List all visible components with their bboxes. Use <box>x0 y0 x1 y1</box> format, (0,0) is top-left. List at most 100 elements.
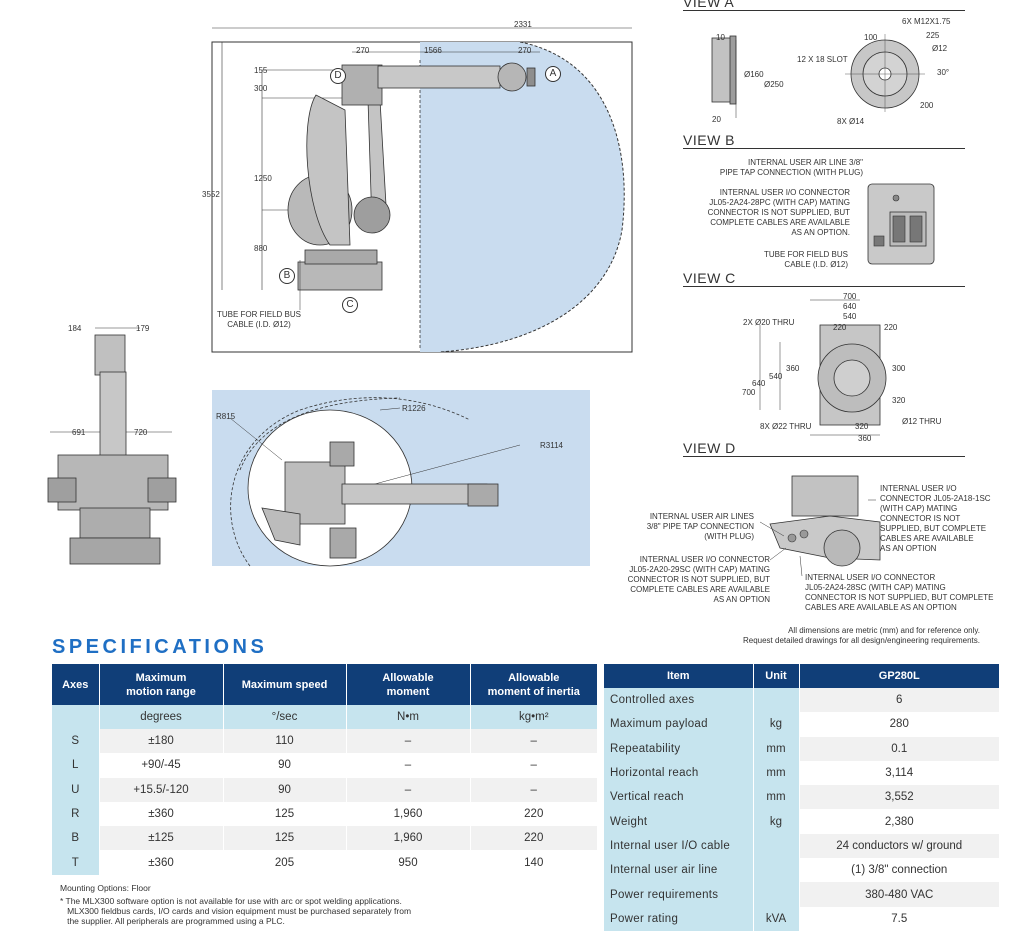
dim-c-220-right: 220 <box>884 323 898 332</box>
table-cell: 0.1 <box>799 736 999 761</box>
dim-270-left: 270 <box>356 46 370 55</box>
table-cell: Controlled axes <box>604 688 754 713</box>
table-cell: Horizontal reach <box>604 760 754 786</box>
dim-10: 10 <box>716 33 725 42</box>
table-cell: 3,114 <box>799 760 999 786</box>
table-cell: 205 <box>223 850 347 875</box>
view-b-title: VIEW B <box>683 132 736 148</box>
dim-c-220-left: 220 <box>833 323 847 332</box>
table-row: Maximum payload kg 280 <box>604 712 999 737</box>
table-cell: Power requirements <box>604 882 754 907</box>
table-cell: 6 <box>799 688 999 713</box>
mlx300-footnote: * The MLX300 software option is not avai… <box>60 896 412 926</box>
table-cell: 380-480 VAC <box>799 882 999 907</box>
dim-c-2x20-thru: 2X Ø20 THRU <box>743 318 795 327</box>
dim-3552: 3552 <box>202 190 220 199</box>
table-cell: mm <box>753 785 800 810</box>
top-view-drawing <box>212 390 590 567</box>
table-cell: Repeatability <box>604 736 754 761</box>
dim-30deg: 30° <box>937 68 950 77</box>
table-row: Power requirements 380-480 VAC <box>604 882 999 907</box>
table-cell: N•m <box>346 705 471 729</box>
dim-c-540-left: 540 <box>769 372 783 381</box>
dim-c-360-left: 360 <box>786 364 800 373</box>
table-cell: 280 <box>799 712 999 737</box>
dim-c-640-top: 640 <box>843 302 857 311</box>
dim-1250: 1250 <box>254 174 272 183</box>
dim-c-320-bottom: 320 <box>855 422 869 431</box>
table-cell: U <box>52 777 100 802</box>
mounting-options: Mounting Options: Floor <box>60 883 151 893</box>
marker-d: D <box>330 68 346 84</box>
dim-100: 100 <box>864 33 878 42</box>
view-d-air-lines-label: INTERNAL USER AIR LINES 3/8" PIPE TAP CO… <box>646 512 754 541</box>
table-cell: 125 <box>223 801 347 827</box>
table-cell: ±180 <box>99 729 224 754</box>
table-cell: – <box>346 777 471 802</box>
table-cell: +90/-45 <box>99 753 224 778</box>
table-cell: Weight <box>604 809 754 834</box>
table-row: Horizontal reach mm 3,114 <box>604 760 999 786</box>
view-d-title: VIEW D <box>683 440 736 456</box>
allowable-moment-header: Allowable moment <box>346 664 471 705</box>
table-row: L +90/-45 90 – – <box>52 753 597 778</box>
table-cell: B <box>52 826 100 851</box>
dim-c-320-right: 320 <box>892 396 906 405</box>
motion-range-header: Maximum motion range <box>99 664 224 705</box>
table-cell: mm <box>753 736 800 761</box>
view-b-io-connector-label: INTERNAL USER I/O CONNECTOR JL05-2A24-28… <box>707 188 850 237</box>
table-row: T ±360 205 950 140 <box>52 850 597 875</box>
item-table-header: Item Unit GP280L <box>604 664 999 688</box>
table-cell: ±360 <box>99 850 224 875</box>
unit-header: Unit <box>753 664 800 688</box>
table-cell: kVA <box>753 906 800 931</box>
dim-c-700-top: 700 <box>843 292 857 301</box>
table-row: Power rating kVA 7.5 <box>604 906 999 931</box>
table-row: Internal user air line (1) 3/8" connecti… <box>604 858 999 883</box>
view-d-drawing <box>759 475 881 577</box>
table-cell: (1) 3/8" connection <box>799 858 999 883</box>
table-row: U +15.5/-120 90 – – <box>52 777 597 802</box>
table-cell: mm <box>753 760 800 786</box>
dim-c-8x22-thru: 8X Ø22 THRU <box>760 422 812 431</box>
view-a-drawing <box>711 34 925 118</box>
dim-225: 225 <box>926 31 940 40</box>
dim-c-12-thru: Ø12 THRU <box>902 417 942 426</box>
table-cell: 1,960 <box>346 801 471 827</box>
view-d-io-left-label: INTERNAL USER I/O CONNECTOR JL05-2A20-29… <box>627 555 770 604</box>
dim-d12: Ø12 <box>932 44 948 53</box>
view-d-io-right-top-label: INTERNAL USER I/O CONNECTOR JL05-2A18-1S… <box>880 484 991 553</box>
marker-b: B <box>279 268 295 284</box>
dim-184: 184 <box>68 324 82 333</box>
dim-200: 200 <box>920 101 934 110</box>
model-header: GP280L <box>799 664 999 688</box>
table-cell <box>52 705 100 729</box>
dim-c-300: 300 <box>892 364 906 373</box>
table-cell: – <box>346 753 471 778</box>
view-c-title: VIEW C <box>683 270 736 286</box>
dim-250: Ø250 <box>764 80 784 89</box>
table-cell: Maximum payload <box>604 712 754 737</box>
item-table: Item Unit GP280L Controlled axes 6 Maxim… <box>604 664 999 931</box>
tube-field-bus-label: TUBE FOR FIELD BUS CABLE (I.D. Ø12) <box>216 310 301 329</box>
dim-880: 880 <box>254 244 268 253</box>
table-cell <box>753 882 800 907</box>
table-cell: – <box>470 729 597 754</box>
dim-691: 691 <box>72 428 86 437</box>
table-cell: L <box>52 753 100 778</box>
table-cell: 7.5 <box>799 906 999 931</box>
table-cell: 220 <box>470 826 597 851</box>
view-c-drawing <box>759 299 887 436</box>
marker-a: A <box>545 66 561 82</box>
dim-c-700-left: 700 <box>742 388 756 397</box>
table-cell: Internal user I/O cable <box>604 833 754 859</box>
dim-c-540-top: 540 <box>843 312 857 321</box>
table-row: B ±125 125 1,960 220 <box>52 826 597 851</box>
dim-c-640-left: 640 <box>752 379 766 388</box>
table-cell: T <box>52 850 100 875</box>
table-cell: 110 <box>223 729 347 754</box>
table-cell: 125 <box>223 826 347 851</box>
table-cell <box>753 833 800 859</box>
view-d-rule <box>683 456 965 457</box>
